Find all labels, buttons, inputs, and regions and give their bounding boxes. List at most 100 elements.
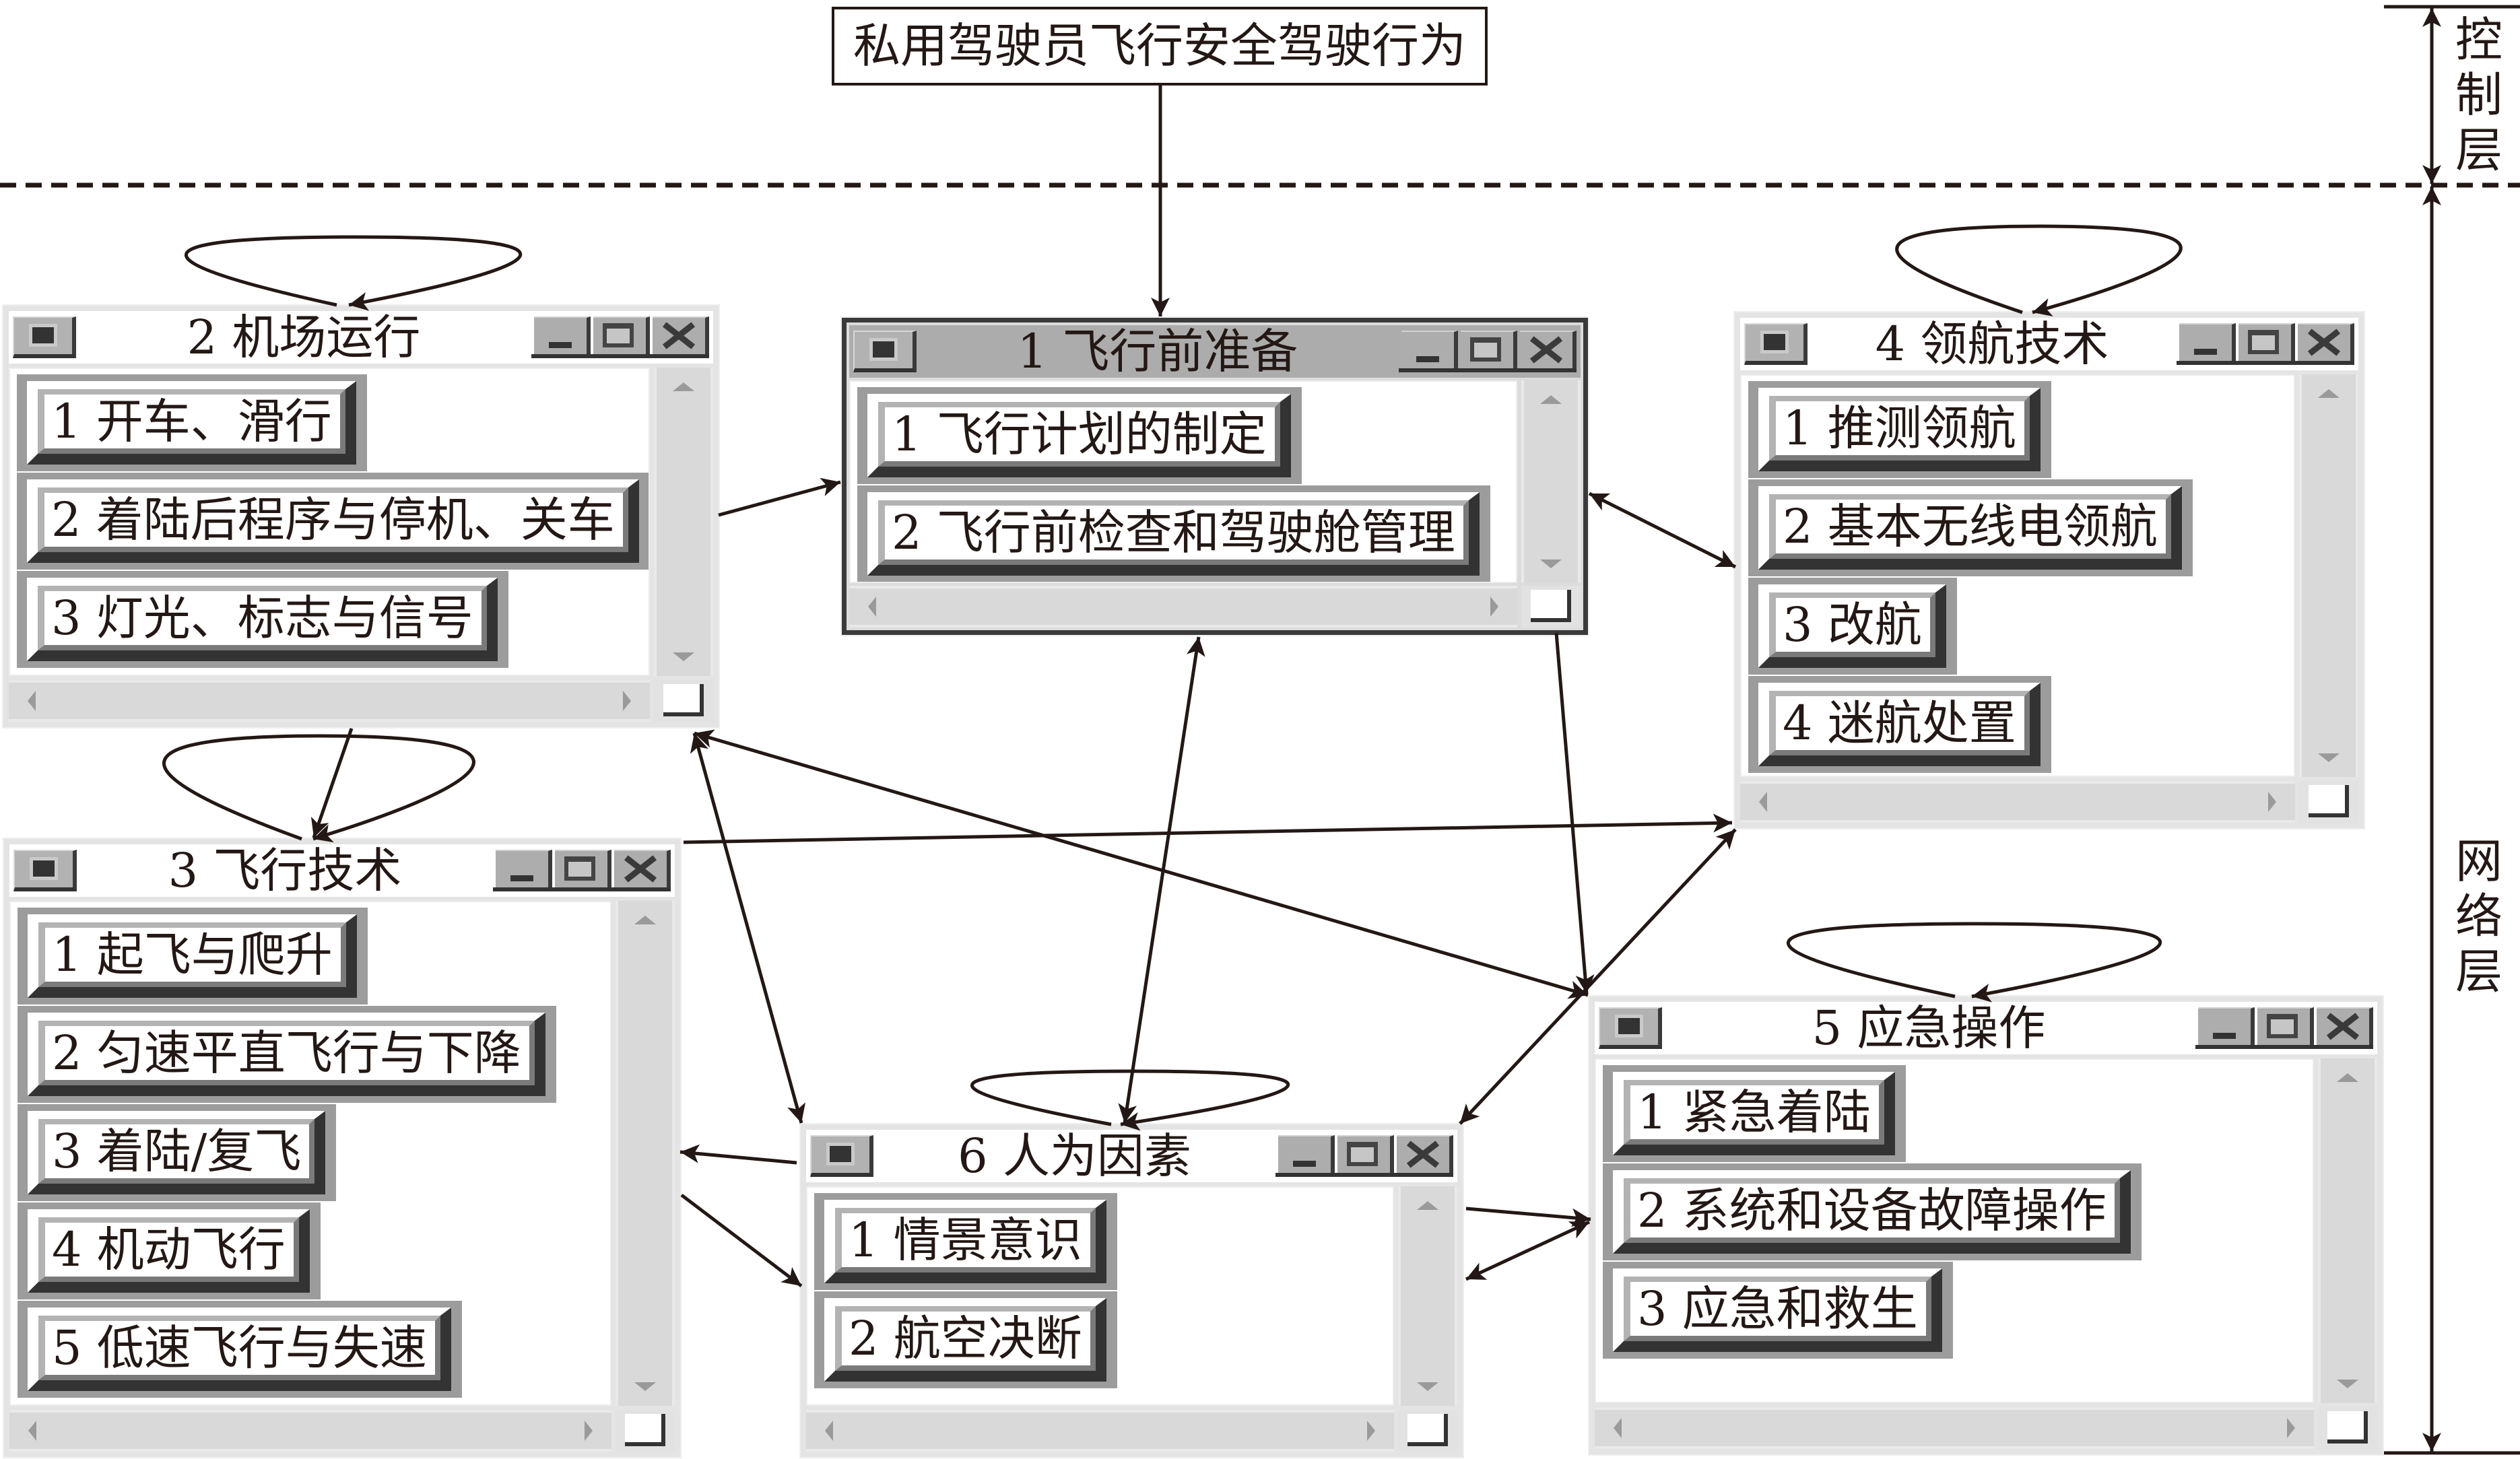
item-list: 1 紧急着陆 2 系统和设备故障操作 3 应急和救生 <box>1595 1058 2314 1403</box>
title-bar[interactable]: 5 应急操作 <box>1595 1002 2377 1054</box>
scroll-right-arrow-icon[interactable] <box>2287 1418 2295 1438</box>
vertical-scrollbar[interactable] <box>1398 1186 1457 1406</box>
maximize-button[interactable] <box>593 316 650 354</box>
close-button[interactable] <box>2298 323 2354 361</box>
resize-grip[interactable] <box>2299 781 2358 823</box>
close-button[interactable] <box>614 850 671 887</box>
window-flight-technique[interactable]: 3 飞行技术 1 起飞与爬升 2 匀速平直飞行与下降 3 着陆/复飞 4 机动飞… <box>4 839 680 1457</box>
maximize-button[interactable] <box>555 850 611 887</box>
minimize-button[interactable] <box>1278 1135 1335 1173</box>
vertical-scrollbar[interactable] <box>616 901 675 1406</box>
scroll-right-arrow-icon[interactable] <box>1367 1421 1375 1441</box>
list-item[interactable]: 1 情景意识 <box>814 1193 1117 1290</box>
resize-grip[interactable] <box>1521 586 1581 627</box>
horizontal-scrollbar[interactable] <box>1740 781 2295 823</box>
title-bar[interactable]: 3 飞行技术 <box>9 844 675 897</box>
close-button[interactable] <box>1520 331 1577 368</box>
list-item[interactable]: 2 着陆后程序与停机、关车 <box>17 473 649 570</box>
list-item[interactable]: 2 基本无线电领航 <box>1748 479 2193 576</box>
horizontal-scrollbar[interactable] <box>849 586 1517 627</box>
scroll-up-arrow-icon[interactable] <box>634 916 656 924</box>
maximize-button[interactable] <box>2239 323 2295 361</box>
item-list: 1 起飞与爬升 2 匀速平直飞行与下降 3 着陆/复飞 4 机动飞行 5 低速飞… <box>9 901 611 1406</box>
minimize-button[interactable] <box>2179 323 2236 361</box>
vertical-scrollbar[interactable] <box>654 368 713 676</box>
scroll-down-arrow-icon[interactable] <box>634 1382 656 1391</box>
maximize-button[interactable] <box>2257 1007 2314 1045</box>
window-preflight-preparation[interactable]: 1 飞行前准备 1 飞行计划的制定 2 飞行前检查和驾驶舱管理 <box>842 318 1588 635</box>
vertical-scrollbar[interactable] <box>2299 374 2358 777</box>
list-item[interactable]: 2 系统和设备故障操作 <box>1603 1163 2142 1260</box>
resize-grip[interactable] <box>1398 1410 1457 1452</box>
scroll-down-arrow-icon[interactable] <box>1417 1382 1438 1391</box>
close-button[interactable] <box>653 316 709 354</box>
horizontal-scrollbar[interactable] <box>9 680 650 722</box>
scroll-right-arrow-icon[interactable] <box>623 691 631 711</box>
horizontal-scrollbar[interactable] <box>1595 1407 2314 1449</box>
window-emergency-operations[interactable]: 5 应急操作 1 紧急着陆 2 系统和设备故障操作 3 应急和救生 <box>1589 996 2383 1454</box>
scroll-right-arrow-icon[interactable] <box>2268 792 2276 812</box>
scroll-left-arrow-icon[interactable] <box>28 1421 36 1441</box>
scroll-right-arrow-icon[interactable] <box>585 1421 593 1441</box>
scroll-up-arrow-icon[interactable] <box>1417 1201 1438 1210</box>
scroll-down-arrow-icon[interactable] <box>2337 1380 2358 1388</box>
title-bar[interactable]: 6 人为因素 <box>806 1130 1457 1182</box>
scroll-left-arrow-icon[interactable] <box>825 1421 833 1441</box>
list-item[interactable]: 2 航空决断 <box>814 1291 1117 1388</box>
window-human-factors[interactable]: 6 人为因素 1 情景意识 2 航空决断 <box>801 1124 1463 1457</box>
scroll-up-arrow-icon[interactable] <box>1540 395 1562 404</box>
list-item[interactable]: 2 匀速平直飞行与下降 <box>18 1006 556 1103</box>
system-menu-button[interactable] <box>1744 323 1808 365</box>
minimize-button[interactable] <box>496 850 552 887</box>
scroll-left-arrow-icon[interactable] <box>1614 1418 1622 1438</box>
list-item[interactable]: 1 开车、滑行 <box>17 374 367 471</box>
list-item[interactable]: 3 灯光、标志与信号 <box>17 571 508 668</box>
scroll-down-arrow-icon[interactable] <box>673 652 694 661</box>
resize-grip[interactable] <box>654 680 713 722</box>
title-bar[interactable]: 2 机场运行 <box>9 311 713 364</box>
system-menu-button[interactable] <box>810 1135 873 1177</box>
resize-grip[interactable] <box>616 1410 675 1452</box>
list-item[interactable]: 5 低速飞行与失速 <box>18 1301 462 1398</box>
close-button[interactable] <box>1397 1135 1453 1173</box>
maximize-button[interactable] <box>1461 331 1517 368</box>
system-menu-button[interactable] <box>1599 1007 1662 1049</box>
list-item[interactable]: 4 迷航处置 <box>1748 676 2051 773</box>
minimize-button[interactable] <box>2198 1007 2255 1045</box>
list-item[interactable]: 3 应急和救生 <box>1603 1262 1953 1359</box>
vertical-scrollbar[interactable] <box>1521 380 1581 583</box>
window-airport-operations[interactable]: 2 机场运行 1 开车、滑行 2 着陆后程序与停机、关车 3 灯光、标志与信号 <box>3 306 719 727</box>
list-item[interactable]: 1 紧急着陆 <box>1603 1065 1906 1162</box>
scroll-down-arrow-icon[interactable] <box>1540 559 1562 568</box>
minimize-button[interactable] <box>1401 331 1458 368</box>
vertical-scrollbar[interactable] <box>2318 1058 2377 1403</box>
maximize-icon <box>603 323 634 347</box>
horizontal-scrollbar[interactable] <box>9 1410 611 1452</box>
system-menu-button[interactable] <box>853 331 917 372</box>
scroll-left-arrow-icon[interactable] <box>868 597 876 617</box>
system-menu-button[interactable] <box>13 850 77 891</box>
scroll-left-arrow-icon[interactable] <box>1759 792 1767 812</box>
maximize-button[interactable] <box>1337 1135 1394 1173</box>
scroll-up-arrow-icon[interactable] <box>2318 389 2340 398</box>
scroll-left-arrow-icon[interactable] <box>28 691 36 711</box>
close-button[interactable] <box>2317 1007 2373 1045</box>
list-item[interactable]: 3 改航 <box>1748 578 1957 675</box>
horizontal-scrollbar[interactable] <box>806 1410 1394 1452</box>
resize-grip[interactable] <box>2318 1407 2377 1449</box>
list-item[interactable]: 4 机动飞行 <box>18 1202 321 1299</box>
list-item[interactable]: 1 飞行计划的制定 <box>857 387 1302 484</box>
scroll-right-arrow-icon[interactable] <box>1490 597 1498 617</box>
scroll-up-arrow-icon[interactable] <box>673 382 694 391</box>
scroll-down-arrow-icon[interactable] <box>2318 753 2340 762</box>
list-item[interactable]: 1 起飞与爬升 <box>18 908 368 1005</box>
title-bar[interactable]: 1 飞行前准备 <box>849 325 1581 378</box>
list-item[interactable]: 2 飞行前检查和驾驶舱管理 <box>857 485 1490 582</box>
title-bar[interactable]: 4 领航技术 <box>1740 318 2358 370</box>
scroll-up-arrow-icon[interactable] <box>2337 1073 2358 1082</box>
window-navigation-technique[interactable]: 4 领航技术 1 推测领航 2 基本无线电领航 3 改航 4 迷航处置 <box>1735 312 2364 828</box>
list-item[interactable]: 1 推测领航 <box>1748 381 2051 478</box>
system-menu-button[interactable] <box>13 316 76 358</box>
list-item[interactable]: 3 着陆/复飞 <box>18 1104 337 1201</box>
minimize-button[interactable] <box>534 316 591 354</box>
